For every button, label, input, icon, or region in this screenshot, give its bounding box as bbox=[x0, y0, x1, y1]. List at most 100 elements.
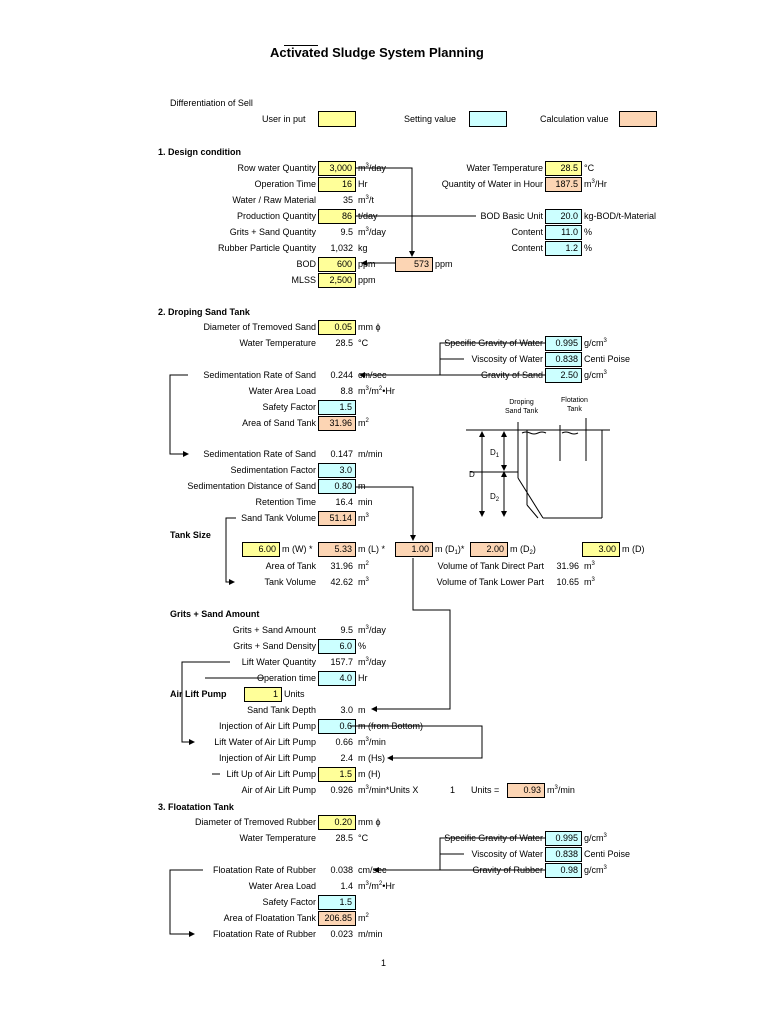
bod-calc-cell: 573 bbox=[395, 257, 433, 272]
title-overline bbox=[284, 45, 318, 46]
sand-0-label: Diameter of Tremoved Sand bbox=[203, 322, 316, 332]
tank-d2-cell: 2.00 bbox=[470, 542, 508, 557]
design-1-value-cell[interactable]: 16 bbox=[318, 177, 356, 192]
design-right-1-value-cell: 187.5 bbox=[545, 177, 582, 192]
design-0-label: Row water Quantity bbox=[237, 163, 316, 173]
sand2-0-value: 0.147 bbox=[330, 449, 353, 459]
grits-2-value: 157.7 bbox=[330, 657, 353, 667]
float-3-unit: cm/sec bbox=[358, 865, 387, 875]
legend-calc-swatch bbox=[619, 111, 657, 127]
float-0-unit: mm ϕ bbox=[358, 817, 381, 827]
float-7-label: Floatation Rate of Rubber bbox=[212, 929, 316, 939]
design-right-3-label: Content bbox=[511, 227, 543, 237]
sand-4-label: Water Area Load bbox=[248, 386, 316, 396]
tank-d-cell: 3.00 bbox=[582, 542, 620, 557]
grits-2-unit: m3/day bbox=[358, 657, 386, 667]
design-right-4-label: Content bbox=[511, 243, 543, 253]
grits-3-value-cell: 4.0 bbox=[318, 671, 356, 686]
airlift-2-unit: m3/min bbox=[358, 737, 386, 747]
sand-1-label: Water Temperature bbox=[239, 338, 316, 348]
grits-0-unit: m3/day bbox=[358, 625, 386, 635]
tank-vlower-label: Volume of Tank Lower Part bbox=[436, 577, 544, 587]
sand-6-unit: m2 bbox=[358, 418, 369, 428]
airlift-0-value: 3.0 bbox=[340, 705, 353, 715]
design-7-value-cell[interactable]: 2,500 bbox=[318, 273, 356, 288]
grits-0-value: 9.5 bbox=[340, 625, 353, 635]
air-lift-pump-heading: Air Lift Pump bbox=[170, 689, 227, 699]
design-right-4-unit: % bbox=[584, 243, 593, 253]
grits-3-label: Operation time bbox=[256, 673, 316, 683]
legend-calc-label: Calculation value bbox=[540, 114, 609, 124]
design-5-label: Rubber Particle Quantity bbox=[217, 243, 316, 253]
units-count: 1 bbox=[450, 785, 456, 795]
air-total-cell: 0.93 bbox=[507, 783, 545, 798]
sand-right-0-unit: g/cm3 bbox=[584, 338, 607, 348]
design-0-value-cell[interactable]: 3,000 bbox=[318, 161, 356, 176]
design-4-label: Grits + Sand Quantity bbox=[229, 227, 316, 237]
design-3-value-cell[interactable]: 86 bbox=[318, 209, 356, 224]
design-right-4-value-cell: 1.2 bbox=[545, 241, 582, 256]
tank-w-unit: m (W) * bbox=[282, 544, 313, 554]
float-3-value: 0.038 bbox=[330, 865, 353, 875]
tank-vlower-unit: m3 bbox=[584, 577, 595, 587]
sand-right-1-value-cell: 0.838 bbox=[545, 352, 582, 367]
tank-d-unit: m (D) bbox=[622, 544, 645, 554]
legend-user-swatch bbox=[318, 111, 356, 127]
section-2-heading: 2. Droping Sand Tank bbox=[158, 307, 250, 317]
float-6-value-cell: 206.85 bbox=[318, 911, 356, 926]
airlift-4-value-cell[interactable]: 1.5 bbox=[318, 767, 356, 782]
float-right-2-value-cell: 0.98 bbox=[545, 863, 582, 878]
sand2-4-unit: m3 bbox=[358, 513, 369, 523]
float-0-value-cell[interactable]: 0.20 bbox=[318, 815, 356, 830]
tank-vol-value: 42.62 bbox=[330, 577, 353, 587]
design-right-0-value-cell[interactable]: 28.5 bbox=[545, 161, 582, 176]
tank-d2-unit: m (D2) bbox=[510, 544, 536, 556]
design-6-value-cell[interactable]: 600 bbox=[318, 257, 356, 272]
sand-right-1-unit: Centi Poise bbox=[584, 354, 631, 364]
units-word: Units = bbox=[471, 785, 500, 795]
section-1-heading: 1. Design condition bbox=[158, 147, 242, 157]
tank-area-label: Area of Tank bbox=[265, 561, 316, 571]
design-right-3-value-cell: 11.0 bbox=[545, 225, 582, 240]
sand-0-value-cell[interactable]: 0.05 bbox=[318, 320, 356, 335]
float-5-label: Safety Factor bbox=[262, 897, 316, 907]
design-3-label: Production Quantity bbox=[236, 211, 316, 221]
sand2-3-unit: min bbox=[358, 497, 373, 507]
float-1-value: 28.5 bbox=[335, 833, 353, 843]
legend-setting-label: Setting value bbox=[404, 114, 457, 124]
air-lift-units-cell[interactable]: 1 bbox=[244, 687, 282, 702]
sand-1-value: 28.5 bbox=[335, 338, 353, 348]
sand-5-label: Safety Factor bbox=[262, 402, 316, 412]
diagram-label-flotation-tank: Flotation Tank bbox=[561, 397, 588, 413]
sand-right-0-value-cell: 0.995 bbox=[545, 336, 582, 351]
design-right-0-unit: °C bbox=[584, 163, 595, 173]
sand-5-value-cell: 1.5 bbox=[318, 400, 356, 415]
diagram-label-sand-tank: Droping Sand Tank bbox=[505, 399, 538, 415]
airlift-5-value: 0.926 bbox=[330, 785, 353, 795]
grits-2-label: Lift Water Quantity bbox=[241, 657, 316, 667]
float-3-label: Floatation Rate of Rubber bbox=[212, 865, 316, 875]
page-number: 1 bbox=[381, 958, 387, 968]
airlift-5-unit: m3/min*Units X bbox=[358, 785, 419, 795]
tank-vol-unit: m3 bbox=[358, 577, 369, 587]
tank-area-value: 31.96 bbox=[330, 561, 353, 571]
airlift-4-unit: m (H) bbox=[358, 769, 381, 779]
grits-1-unit: % bbox=[358, 641, 367, 651]
sand-right-1-label: Viscosity of Water bbox=[471, 354, 543, 364]
airlift-3-value: 2.4 bbox=[340, 753, 353, 763]
diagram-label-d2: D2 bbox=[490, 492, 500, 503]
airlift-2-value: 0.66 bbox=[335, 737, 353, 747]
sand2-2-value-cell: 0.80 bbox=[318, 479, 356, 494]
tank-vdirect-value: 31.96 bbox=[556, 561, 579, 571]
float-right-0-unit: g/cm3 bbox=[584, 833, 607, 843]
airlift-3-unit: m (Hs) bbox=[358, 753, 385, 763]
sand2-4-label: Sand Tank Volume bbox=[241, 513, 316, 523]
design-right-1-unit: m3/Hr bbox=[584, 179, 607, 189]
float-4-value: 1.4 bbox=[340, 881, 353, 891]
air-lift-units-label: Units bbox=[284, 689, 305, 699]
airlift-2-label: Lift Water of Air Lift Pump bbox=[214, 737, 316, 747]
float-1-unit: °C bbox=[358, 833, 369, 843]
bod-calc-unit: ppm bbox=[435, 259, 453, 269]
float-4-unit: m3/m2•Hr bbox=[358, 881, 395, 891]
float-right-1-unit: Centi Poise bbox=[584, 849, 631, 859]
